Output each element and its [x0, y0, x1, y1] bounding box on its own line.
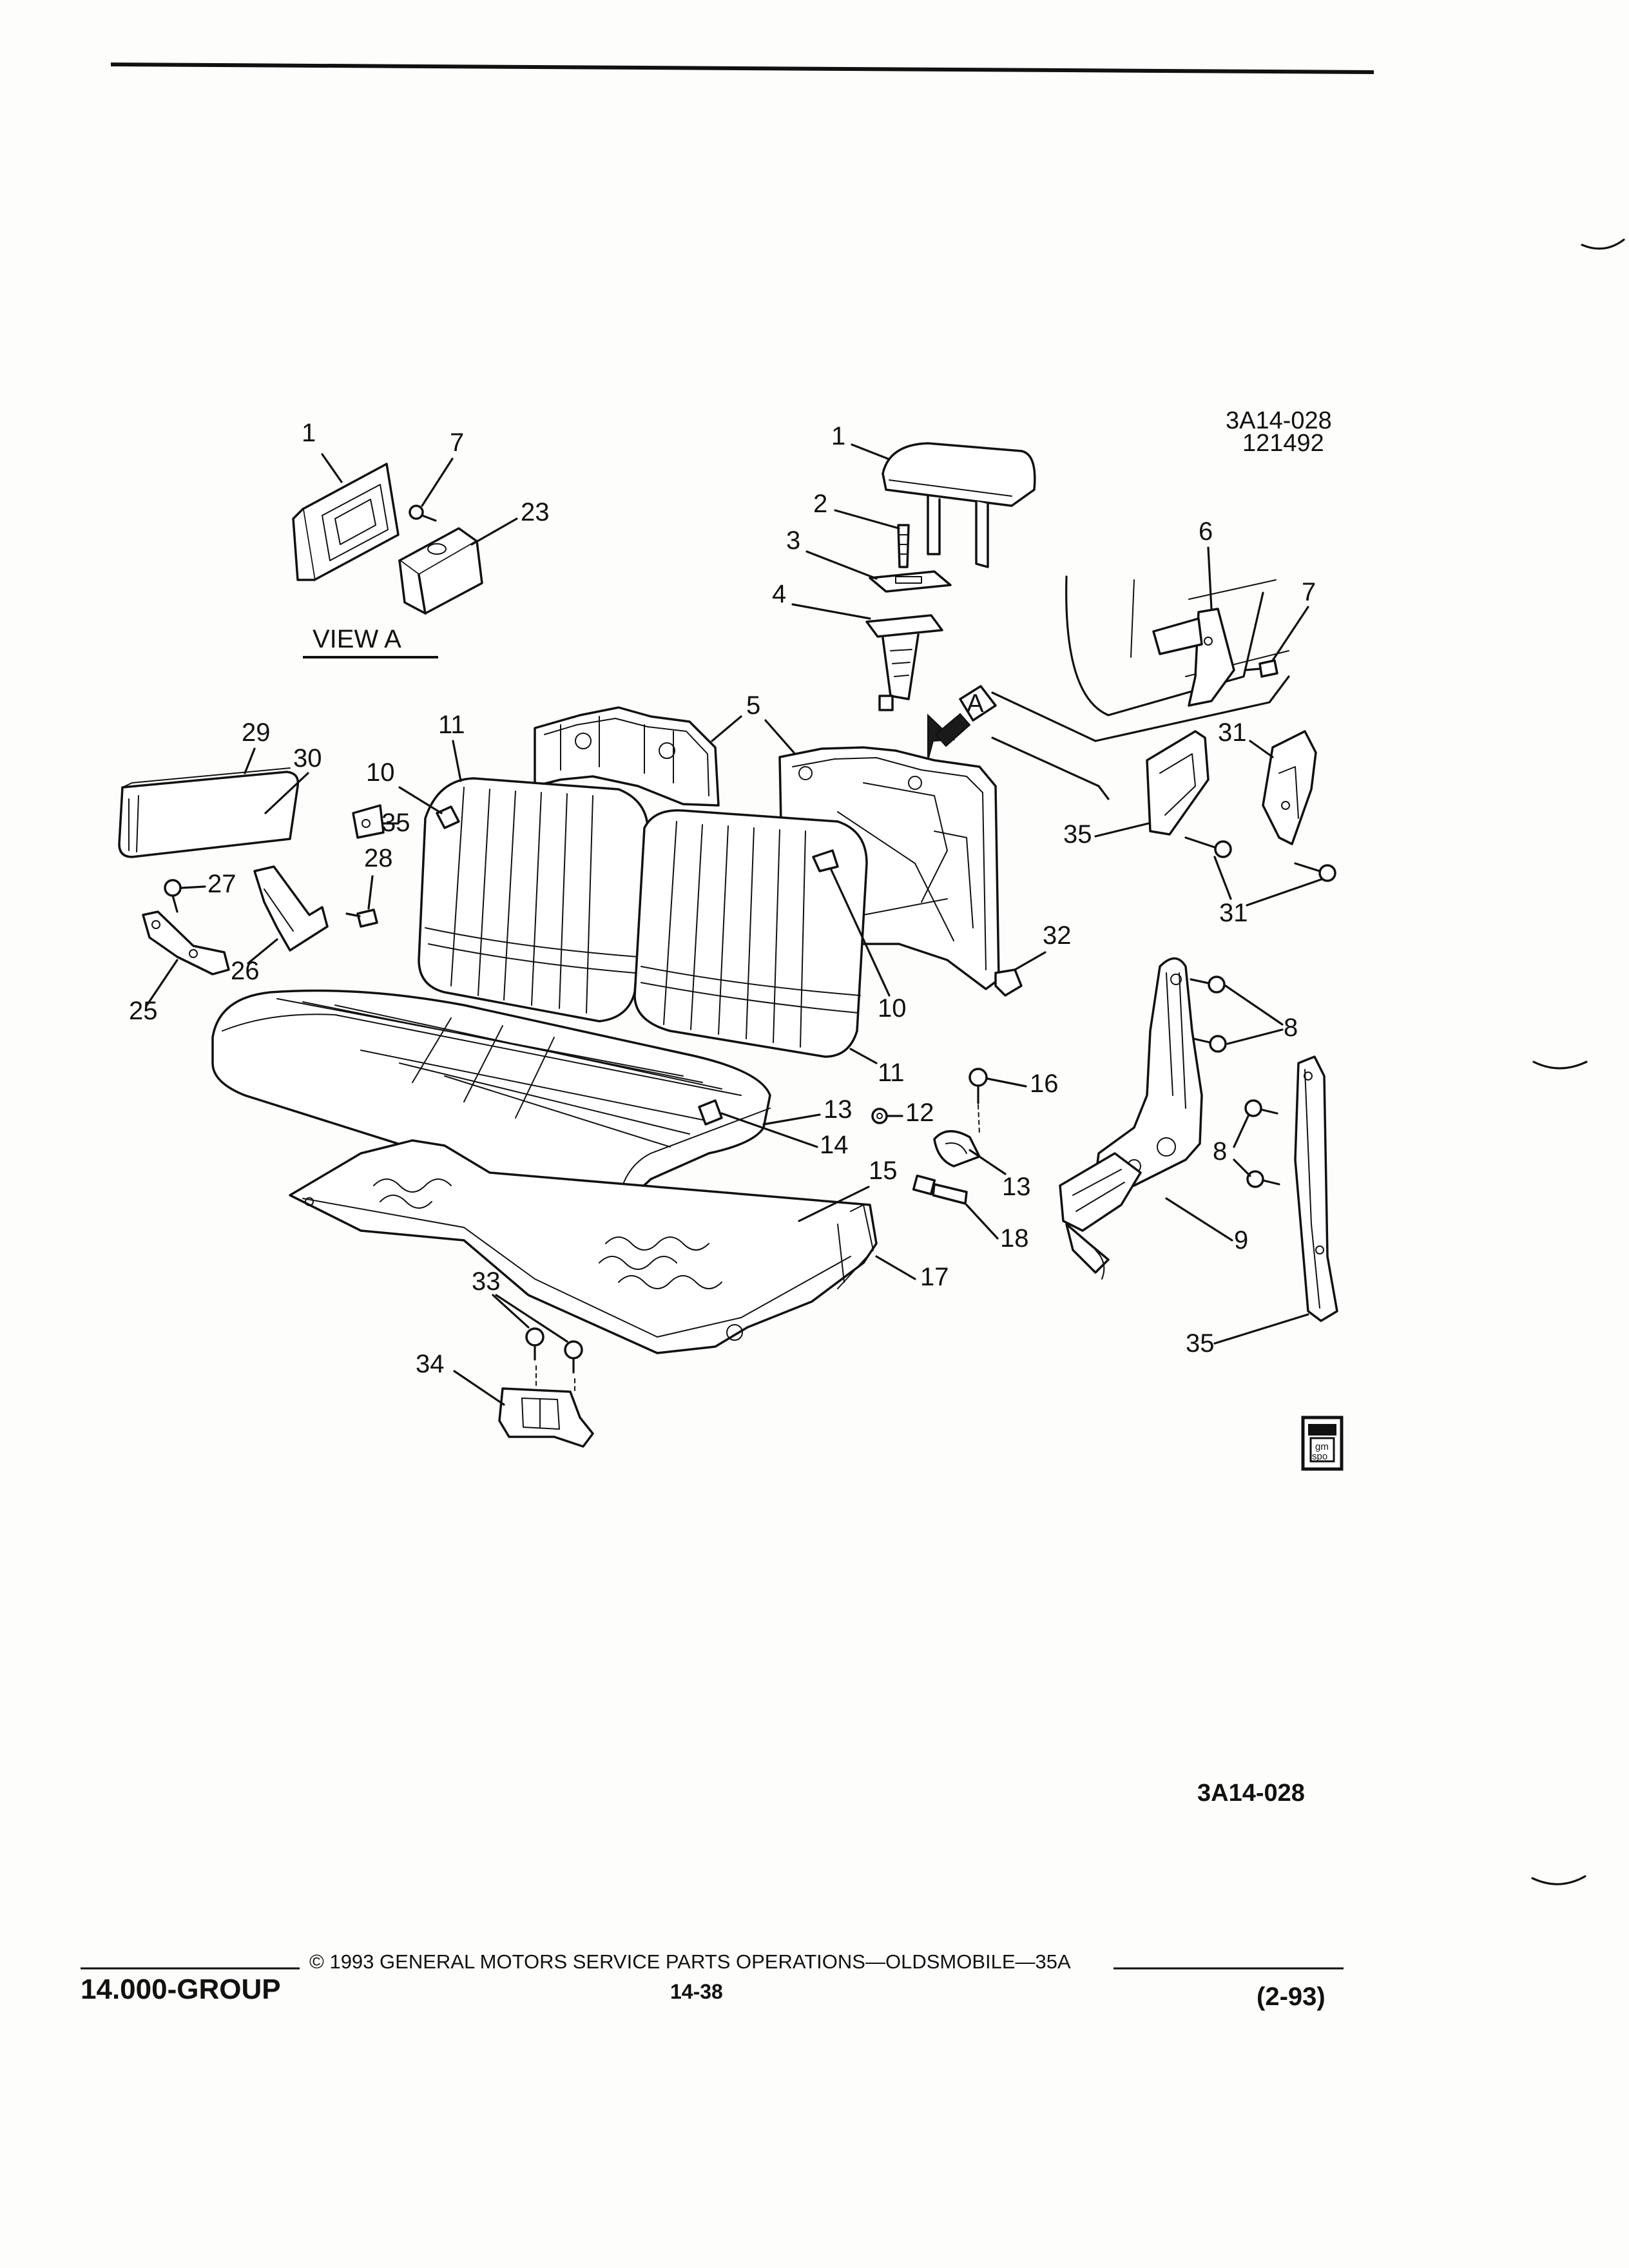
callout-3: 3: [786, 526, 800, 555]
callout-19: 17: [920, 1263, 949, 1291]
callout-30: 32: [1043, 921, 1072, 950]
callout-14: 16: [1030, 1070, 1059, 1098]
callout-33: 35: [1063, 820, 1092, 849]
callout-1: 1: [831, 422, 845, 450]
callout-8-top: 8: [1284, 1014, 1298, 1042]
footer-group: 14.000-GROUP: [81, 1974, 281, 2005]
part-28-bracket: [1262, 730, 1317, 845]
scan-mark-2: [1532, 1061, 1588, 1070]
part-25-bolt: [345, 908, 378, 928]
part-22-bracket: [142, 910, 230, 975]
part-4-guide-assembly: [865, 614, 943, 711]
part-29-screws: [1184, 836, 1336, 882]
footer-copyright: © 1993 GENERAL MOTORS SERVICE PARTS OPER…: [309, 1950, 1071, 1973]
scan-mark-3: [1531, 1875, 1586, 1885]
footer-figure-code: 3A14-028: [1197, 1780, 1305, 1807]
top-rule: [110, 62, 1374, 74]
figure-code: 3A14-028: [1226, 407, 1332, 434]
view-a-arrow: A: [927, 685, 997, 761]
callout-10-left: 10: [366, 758, 395, 787]
callout-18: 18: [1000, 1224, 1029, 1253]
part-10-hook-left: [436, 805, 460, 829]
callout-7b: 7: [1302, 578, 1316, 606]
part-8-bolts: [1190, 975, 1280, 1188]
callout-16: 14: [820, 1131, 849, 1159]
part-7-screw-right: [1244, 659, 1278, 678]
callout-15: 13: [824, 1095, 853, 1124]
callout-10-right: 10: [878, 994, 907, 1023]
part-26-armrest: [118, 767, 300, 858]
part-20-bezel: [292, 463, 400, 581]
seat-side-outline: [991, 575, 1290, 800]
callout-11-top: 11: [438, 711, 465, 739]
part-2-guide: [897, 524, 910, 568]
callout-12: 12: [905, 1099, 934, 1127]
part-34-cover: [1294, 1055, 1338, 1322]
callout-8-bottom: 8: [1213, 1137, 1227, 1166]
part-13-clip: [933, 1129, 981, 1168]
callout-24: 27: [207, 870, 236, 898]
callout-17: 15: [869, 1157, 898, 1185]
callout-4: 4: [772, 580, 786, 608]
part-19-seat-frame: [289, 1139, 878, 1354]
callout-6: 6: [1199, 517, 1213, 546]
part-10-hook-right: [812, 849, 839, 872]
part-11-seatback-cushion-left: [418, 777, 650, 1023]
part-23-bracket: [253, 865, 329, 952]
callout-20: 1: [302, 419, 316, 447]
logo-gm: gm: [1315, 1441, 1329, 1452]
view-a-group: 1 7 23 VIEW A: [292, 419, 550, 658]
logo-spo: spo: [1312, 1451, 1327, 1462]
part-16-hook: [698, 1099, 723, 1126]
part-21-cup-holder: [398, 527, 483, 615]
part-11-seatback-cushion-right: [633, 809, 868, 1058]
callout-13: 13: [1002, 1173, 1031, 1201]
part-9-recliner: [1059, 957, 1203, 1280]
part-14-bolt: [969, 1068, 988, 1104]
part-32-bracket: [498, 1387, 594, 1448]
callout-27: 30: [293, 744, 322, 773]
callout-22: 25: [129, 997, 158, 1025]
view-a-tag: A: [967, 689, 984, 718]
part-7-screw-view-a: [409, 505, 437, 522]
gm-spo-logo: gm spo: [1301, 1416, 1344, 1471]
callout-2: 2: [813, 490, 827, 518]
view-a-label: VIEW A: [313, 625, 401, 653]
callout-34: 35: [1186, 1329, 1215, 1358]
part-33-bracket: [1146, 730, 1210, 836]
part-6-bracket: [1152, 608, 1235, 707]
scan-mark-1: [1581, 238, 1625, 250]
callout-28: 31: [1218, 718, 1247, 747]
footer-page: 14-38: [670, 1980, 723, 2003]
callout-9: 9: [1234, 1226, 1248, 1254]
part-1-headrest: [882, 442, 1036, 568]
callout-32: 34: [416, 1350, 445, 1378]
part-3-plate: [869, 570, 952, 593]
callout-29: 31: [1219, 899, 1248, 927]
callout-11-bottom: 11: [878, 1059, 905, 1087]
figure-date: 121492: [1242, 430, 1324, 457]
part-18-bolt: [912, 1175, 968, 1205]
part-5-seatback-frame-left: [534, 706, 720, 807]
part-24-bolt: [164, 879, 182, 913]
callout-25: 28: [364, 844, 393, 872]
callout-23: 26: [231, 957, 260, 985]
part-35-clip: [352, 804, 385, 839]
callout-26: 29: [242, 718, 271, 747]
part-30-button: [994, 968, 1023, 997]
part-12-washer: [871, 1108, 888, 1124]
part-31-bolts: [525, 1327, 583, 1392]
callout-21: 23: [521, 498, 550, 526]
callout-31: 33: [472, 1267, 501, 1296]
footer-date: (2-93): [1257, 1983, 1325, 2011]
callout-7a: 7: [450, 428, 464, 457]
callout-5: 5: [746, 691, 760, 720]
